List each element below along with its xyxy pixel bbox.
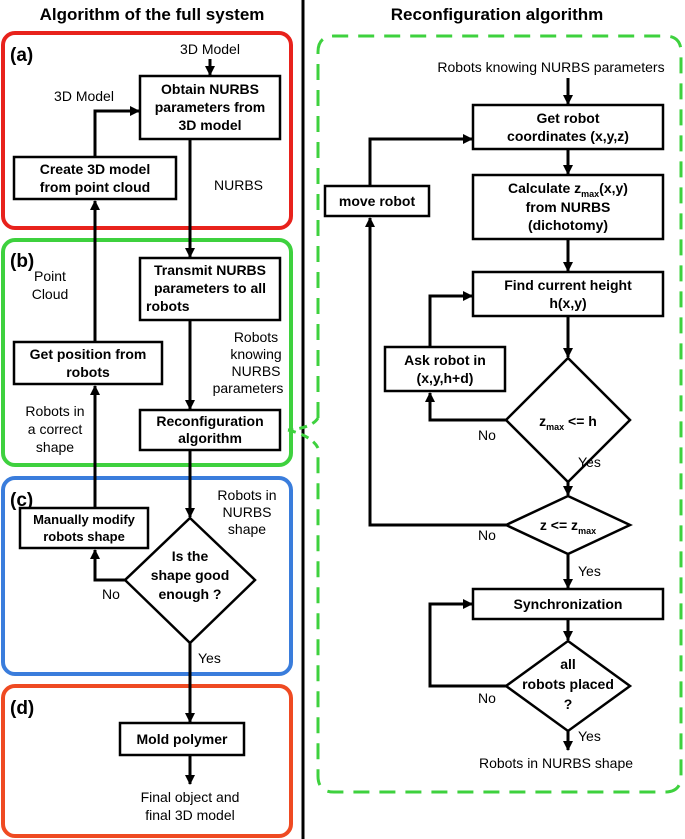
reconfig-line2: algorithm	[178, 430, 242, 446]
z-no-label: No	[478, 527, 496, 543]
arrow-decision-no-to-manual	[90, 549, 125, 582]
calc-zmax-line2: from NURBS	[526, 199, 611, 215]
reconfiguration-box: Reconfiguration algorithm	[138, 408, 282, 452]
arrow-create-to-obtain	[93, 106, 140, 157]
shape-good-line3: enough ?	[159, 586, 222, 602]
placed-no-label: No	[478, 690, 496, 706]
robots-knowing-label-3: NURBS	[231, 363, 280, 379]
point-cloud-label-2: Cloud	[32, 286, 69, 302]
right-input-label: Robots knowing NURBS parameters	[437, 59, 664, 75]
section-d-frame	[1, 684, 293, 838]
z-le-zmax-decision: z <= zmax	[503, 494, 633, 556]
robots-knowing-label-2: knowing	[230, 346, 281, 362]
create-model-line2: from point cloud	[40, 179, 150, 195]
manual-modify-box: Manually modify robots shape	[18, 506, 150, 550]
arrow-ask-to-find	[428, 291, 473, 347]
calc-zmax-box: Calculate zmax(x,y) from NURBS (dichotom…	[471, 173, 665, 241]
obtain-nurbs-box: Obtain NURBS parameters from 3D model	[138, 74, 282, 141]
shape-good-decision: Is the shape good enough ?	[123, 516, 257, 645]
ask-robot-line2: (x,y,h+d)	[417, 370, 474, 386]
left-yes-label: Yes	[198, 650, 221, 666]
obtain-nurbs-line3: 3D model	[178, 117, 241, 133]
create-model-line1: Create 3D model	[40, 161, 150, 177]
z-yes-label: Yes	[578, 563, 601, 579]
section-a-label: (a)	[10, 45, 33, 66]
nurbs-shape-label-2: NURBS	[222, 504, 271, 520]
z-le-zmax-text: z <= zmax	[540, 517, 596, 536]
input-3d-model-label: 3D Model	[180, 41, 240, 57]
transmit-line3: robots	[146, 298, 190, 314]
mold-polymer-box: Mold polymer	[118, 721, 246, 757]
synchronization-text: Synchronization	[514, 596, 623, 612]
zmax-yes-label: Yes	[578, 454, 601, 470]
obtain-nurbs-line1: Obtain NURBS	[161, 81, 259, 97]
all-placed-line3: ?	[564, 696, 573, 712]
ask-robot-box: Ask robot in (x,y,h+d)	[383, 345, 507, 393]
calc-zmax-line1: Calculate zmax(x,y)	[508, 180, 628, 199]
calc-zmax-line3: (dichotomy)	[528, 217, 608, 233]
manual-modify-line1: Manually modify	[33, 512, 136, 527]
get-coords-line1: Get robot	[537, 110, 600, 126]
get-coords-box: Get robot coordinates (x,y,z)	[471, 103, 665, 151]
all-placed-decision: all robots placed ?	[503, 639, 633, 733]
right-header: Reconfiguration algorithm	[391, 5, 604, 24]
mold-polymer-text: Mold polymer	[136, 731, 228, 747]
nurbs-edge-label: NURBS	[214, 177, 263, 193]
arrow-move-to-coords	[368, 134, 473, 186]
find-height-line1: Find current height	[504, 277, 632, 293]
transmit-line1: Transmit NURBS	[154, 262, 266, 278]
reconfig-line1: Reconfiguration	[156, 413, 263, 429]
nurbs-shape-label-3: shape	[228, 521, 266, 537]
final-label-2: final 3D model	[145, 807, 235, 823]
correct-shape-label-3: shape	[36, 439, 74, 455]
get-coords-line2: coordinates (x,y,z)	[507, 128, 629, 144]
robots-knowing-label-4: parameters	[213, 380, 284, 396]
find-height-box: Find current height h(x,y)	[471, 270, 665, 318]
get-position-box: Get position from robots	[12, 340, 164, 386]
ask-robot-line1: Ask robot in	[404, 352, 486, 368]
right-output-label: Robots in NURBS shape	[479, 755, 633, 771]
arrow-zmax-no-to-ask	[425, 392, 506, 422]
manual-modify-line2: robots shape	[43, 529, 125, 544]
zmax-le-h-decision: zmax <= h	[504, 356, 632, 484]
shape-good-line1: Is the	[172, 548, 209, 564]
obtain-nurbs-line2: parameters from	[155, 99, 266, 115]
arrow-placed-no-to-sync	[428, 599, 506, 688]
model-edge-label: 3D Model	[54, 88, 114, 104]
left-no-label: No	[102, 586, 120, 602]
section-b-label: (b)	[10, 251, 34, 272]
section-a-frame	[1, 31, 293, 230]
correct-shape-label-2: a correct	[28, 421, 83, 437]
move-robot-text: move robot	[339, 193, 416, 209]
point-cloud-label-1: Point	[34, 268, 66, 284]
reconfig-connector-lower	[287, 428, 320, 449]
final-label-1: Final object and	[141, 789, 240, 805]
section-c-frame	[1, 476, 293, 676]
zmax-le-h-text: zmax <= h	[539, 413, 597, 432]
section-d-label: (d)	[10, 698, 34, 719]
transmit-line2: parameters to all	[154, 280, 266, 296]
synchronization-box: Synchronization	[471, 587, 665, 621]
robots-knowing-label-1: Robots	[234, 329, 278, 345]
all-placed-line2: robots placed	[522, 676, 614, 692]
get-position-line1: Get position from	[30, 346, 147, 362]
section-b-frame	[1, 238, 293, 467]
shape-good-line2: shape good	[151, 567, 230, 583]
find-height-line2: h(x,y)	[549, 295, 586, 311]
arrow-z-no-to-move	[365, 217, 506, 527]
section-c-label: (c)	[10, 490, 33, 511]
move-robot-box: move robot	[323, 184, 431, 218]
placed-yes-label: Yes	[578, 728, 601, 744]
transmit-nurbs-box: Transmit NURBS parameters to all robots	[138, 256, 282, 322]
all-placed-line1: all	[560, 656, 576, 672]
get-position-line2: robots	[66, 364, 110, 380]
zmax-no-label: No	[478, 427, 496, 443]
left-header: Algorithm of the full system	[40, 5, 265, 24]
create-model-box: Create 3D model from point cloud	[12, 155, 178, 201]
nurbs-shape-label-1: Robots in	[217, 487, 276, 503]
correct-shape-label-1: Robots in	[25, 403, 84, 419]
